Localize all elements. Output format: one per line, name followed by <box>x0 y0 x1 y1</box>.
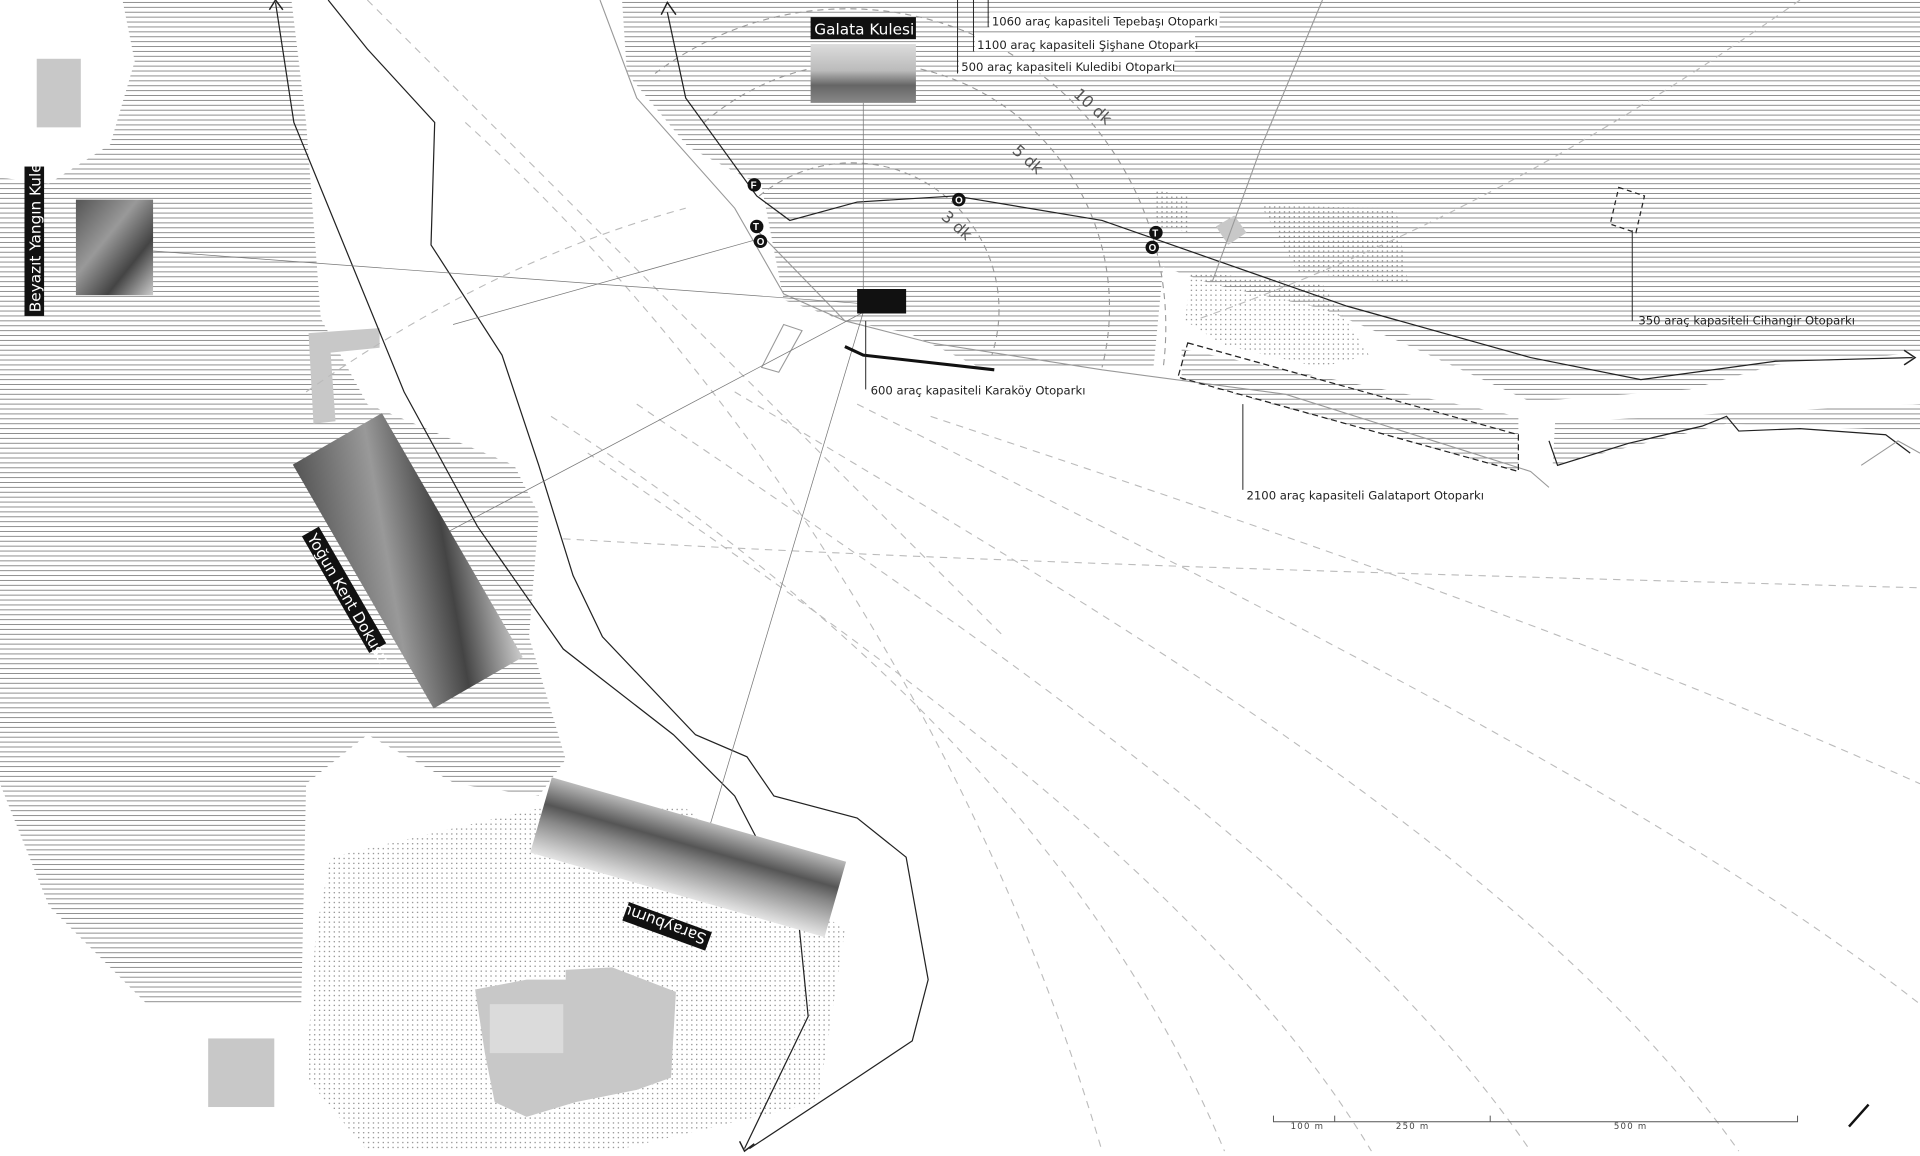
kuledibi-parking-label: 500 araç kapasiteli Kuledibi Otoparkı <box>961 60 1175 74</box>
svg-text:100 m: 100 m <box>1291 1122 1325 1132</box>
marker-o3: O <box>1149 243 1157 254</box>
galataport-parking-label: 2100 araç kapasiteli Galataport Otoparkı <box>1247 489 1484 503</box>
karakoy-parking-label: 600 araç kapasiteli Karaköy Otoparkı <box>871 383 1086 397</box>
buildings <box>36 58 1247 1117</box>
walk-radius-arcs <box>654 8 1167 368</box>
arrowheads <box>268 0 1917 1153</box>
photo-sarayburnu <box>530 777 847 938</box>
marker-t2: T <box>1152 228 1158 239</box>
karakoy-parking-block <box>857 289 907 314</box>
svg-text:250 m: 250 m <box>1396 1122 1430 1132</box>
photo-beyazit <box>75 199 154 296</box>
cihangir-parking-label: 350 araç kapasiteli Cihangir Otoparkı <box>1638 314 1855 328</box>
beyazit-label: Beyazıt Yangın Kulesi <box>26 151 44 312</box>
marker-f: F <box>751 181 757 192</box>
tepebasi-parking-label: 1060 araç kapasiteli Tepebaşı Otoparkı <box>992 15 1218 29</box>
photo-yogun <box>292 413 523 709</box>
marker-o2: O <box>955 195 963 206</box>
galata-label: Galata Kulesi <box>814 20 914 38</box>
secondary-roads <box>599 0 1920 488</box>
svg-text:500 m: 500 m <box>1614 1122 1648 1132</box>
photo-galata <box>810 44 916 103</box>
ferry-routes <box>305 0 1920 1152</box>
scale-bar: 100 m 250 m 500 m <box>1272 1115 1799 1132</box>
sishane-parking-label: 1100 araç kapasiteli Şişhane Otoparkı <box>977 38 1198 52</box>
sight-lines <box>153 102 864 846</box>
north-arrow-icon <box>1848 1103 1870 1128</box>
marker-t1: T <box>753 222 759 233</box>
transit-markers: F T O O T O <box>747 178 1163 255</box>
urban-fabric-hatch <box>0 0 1920 1005</box>
roads <box>274 0 1913 1150</box>
marker-o1: O <box>757 237 765 248</box>
